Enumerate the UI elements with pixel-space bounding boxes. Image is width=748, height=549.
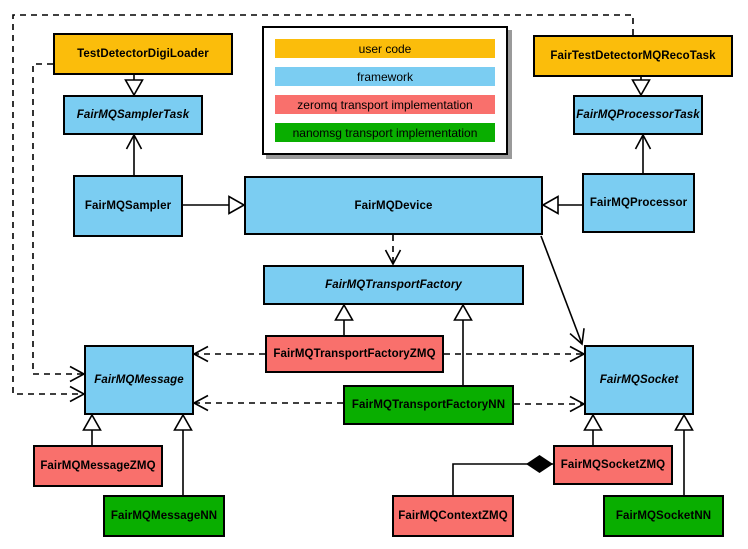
class-label: FairMQMessageZMQ [40,460,156,472]
class-box-fairmq-socket-nn: FairMQSocketNN [603,495,724,537]
class-box-fairmq-transport-factory-zmq: FairMQTransportFactoryZMQ [265,335,444,373]
class-box-fairmq-message-nn: FairMQMessageNN [103,495,225,537]
legend-item-nanomsg-transport: nanomsg transport implementation [275,123,495,142]
class-box-test-detector-digi-loader: TestDetectorDigiLoader [53,33,233,75]
class-box-fairmq-device: FairMQDevice [244,176,543,235]
class-box-fairmq-transport-factory-nn: FairMQTransportFactoryNN [343,385,514,425]
class-label: FairMQDevice [354,199,433,212]
edge-sock_nn-socket-inherits [674,413,694,495]
class-box-fairmq-context-zmq: FairMQContextZMQ [392,495,514,537]
legend-label: zeromq transport implementation [297,97,473,112]
class-box-fairmq-processor-task: FairMQProcessorTask [573,95,703,135]
class-label: FairTestDetectorMQRecoTask [550,50,716,62]
edge-sampler-device-inherits [183,195,246,215]
class-label: TestDetectorDigiLoader [77,48,209,60]
class-box-fairmq-message-zmq: FairMQMessageZMQ [33,445,163,487]
class-box-fairmq-transport-factory: FairMQTransportFactory [263,265,524,305]
class-label: FairMQContextZMQ [398,510,508,522]
edge-context_zmq-sock_zmq-composes [452,455,553,495]
class-label: FairMQSocket [599,374,679,386]
edge-tf_nn-socket-depends [514,395,586,413]
class-label: FairMQTransportFactory [325,279,462,291]
class-box-fairmq-socket-zmq: FairMQSocketZMQ [553,445,673,485]
edge-device-socket-uses [540,235,585,346]
class-label: FairMQSocketZMQ [560,459,666,471]
edge-msg_zmq-message-inherits [82,413,102,445]
edge-tf_zmq-message-depends [192,345,265,363]
legend-item-framework: framework [275,67,495,86]
edge-tf_nn-factory-inherits [453,303,473,385]
legend-label: framework [356,69,413,84]
class-label: FairMQSamplerTask [76,109,190,121]
class-label: FairMQMessage [94,374,184,386]
legend-item-user-code: user code [275,39,495,58]
class-label: FairMQProcessor [589,197,688,209]
edge-digi_loader-sampler_task-inherits [124,75,144,97]
edge-tf_zmq-factory-inherits [334,303,354,335]
class-box-fairmq-sampler-task: FairMQSamplerTask [63,95,203,135]
class-label: FairMQSocketNN [615,510,712,522]
legend-label: user code [358,41,412,56]
class-label: FairMQProcessorTask [576,109,700,121]
class-box-fairmq-processor: FairMQProcessor [582,173,695,233]
class-box-fairmq-socket: FairMQSocket [584,345,694,415]
class-box-fairmq-sampler: FairMQSampler [73,175,183,237]
edge-device-factory-depends [384,235,402,266]
class-box-fairmq-message: FairMQMessage [84,345,194,415]
class-box-fair-test-detector-mq-reco-task: FairTestDetectorMQRecoTask [533,35,733,77]
edge-tf_nn-message-depends [192,394,343,412]
edge-reco_task-processor_task-inherits [631,77,651,97]
legend-label: nanomsg transport implementation [292,125,478,140]
class-label: FairMQTransportFactoryNN [351,399,506,411]
edge-processor-processor_task-uses [634,133,652,173]
edge-sampler-sampler_task-uses [125,133,143,175]
class-label: FairMQMessageNN [110,510,218,522]
edge-sock_zmq-socket-inherits [583,413,603,445]
legend-item-zeromq-transport: zeromq transport implementation [275,95,495,114]
edge-processor-device-inherits [541,195,582,215]
edge-tf_zmq-socket-depends [444,345,586,363]
edge-msg_nn-message-inherits [173,413,193,495]
class-label: FairMQTransportFactoryZMQ [273,348,436,360]
class-label: FairMQSampler [84,200,172,212]
legend-box: user code framework zeromq transport imp… [262,26,508,155]
